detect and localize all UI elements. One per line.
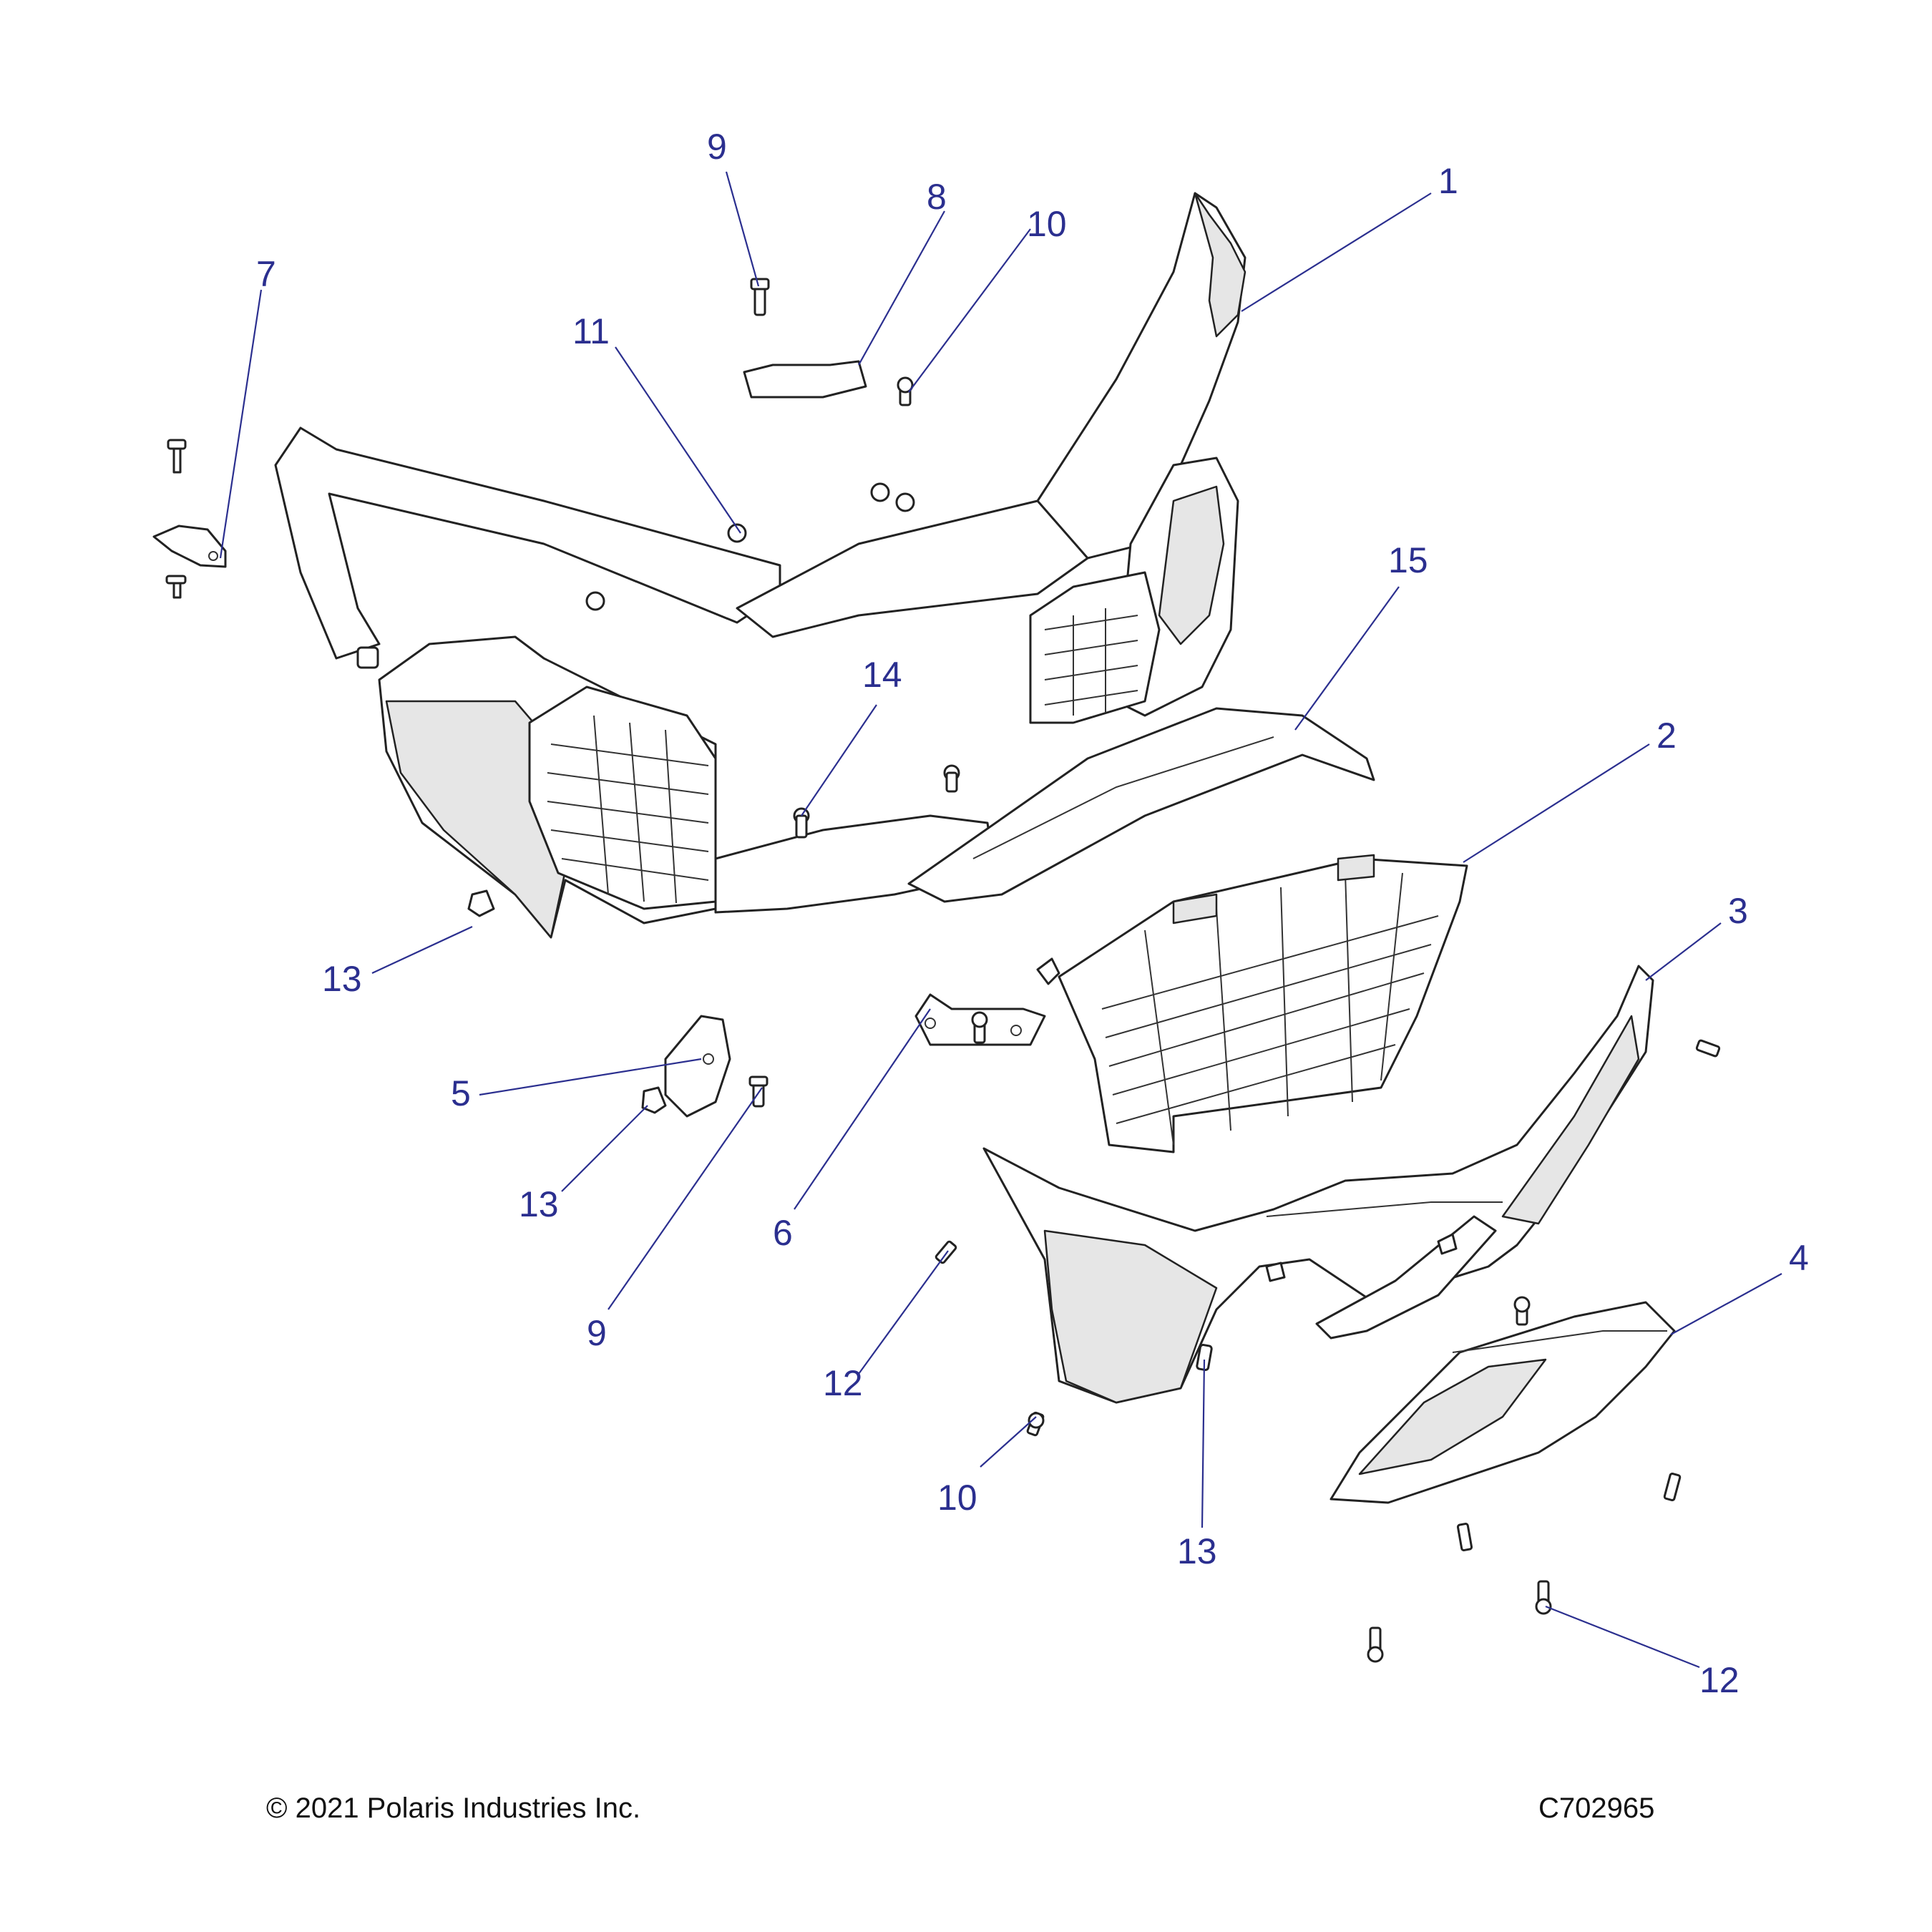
callout-14: 14 [862,655,902,695]
callout-5: 5 [451,1073,471,1113]
callout-13-right: 13 [1177,1531,1217,1571]
callout-12-left: 12 [823,1363,863,1403]
callout-12-right: 12 [1699,1660,1740,1700]
copyright-text: © 2021 Polaris Industries Inc. [266,1792,640,1824]
callout-2: 2 [1657,716,1677,756]
callout-13-mid: 13 [519,1184,559,1224]
drawing-number: C702965 [1538,1792,1654,1824]
callout-10-bottom: 10 [937,1478,977,1518]
bracket-5-part [641,1015,769,1118]
callout-9-top: 9 [707,127,727,167]
callouts: 1 2 3 4 5 6 7 8 9 9 10 10 11 12 12 13 13… [256,127,1809,1700]
callout-9-bottom: 9 [587,1313,607,1353]
callout-3: 3 [1728,891,1748,931]
callout-4: 4 [1789,1238,1809,1278]
callout-13-left: 13 [322,959,362,999]
leader-lines [219,171,1782,1669]
callout-8: 8 [927,177,947,217]
fasteners [467,764,1721,1663]
callout-6: 6 [773,1213,793,1253]
callout-15: 15 [1388,540,1428,580]
bracket-8-part [743,278,914,406]
callout-1: 1 [1438,161,1458,201]
bracket-7-part [152,439,227,599]
bracket-6-part [914,957,1060,1046]
skid-plate-part [1330,1301,1676,1504]
trim-bar-part [907,707,1375,903]
callout-11: 11 [572,311,610,351]
callout-10-top: 10 [1027,204,1067,244]
callout-7: 7 [256,254,276,294]
center-grille-part [1058,854,1468,1153]
front-frame-part [274,192,1246,939]
